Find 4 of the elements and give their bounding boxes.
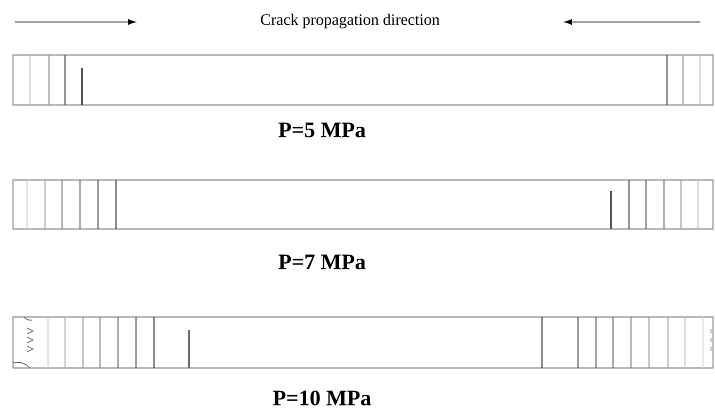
pressure-caption: P=5 MPa bbox=[278, 122, 366, 138]
title: Crack propagation direction bbox=[260, 14, 440, 28]
pressure-caption: P=10 MPa bbox=[273, 390, 372, 406]
pressure-caption: P=7 MPa bbox=[278, 254, 366, 270]
